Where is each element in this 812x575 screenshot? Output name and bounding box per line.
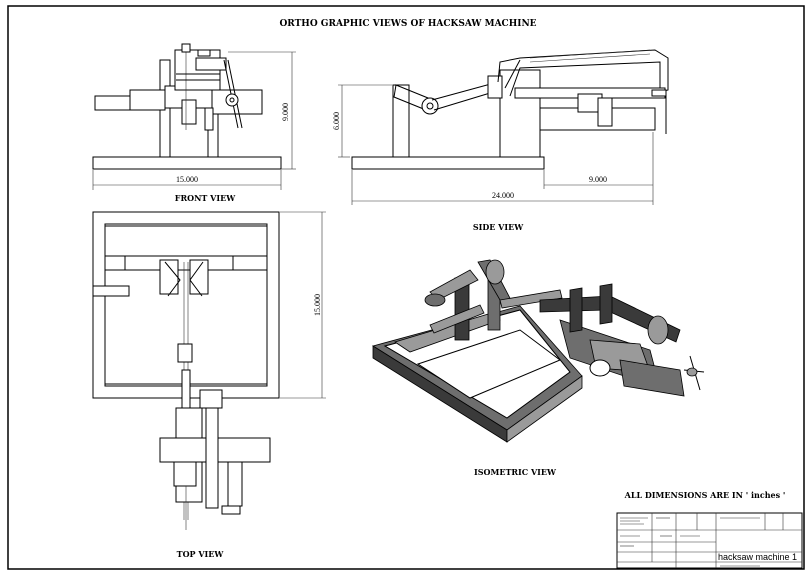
isometric-view — [372, 259, 705, 443]
side-view: 6.000 24.000 9.000 — [332, 49, 669, 205]
svg-text:9.000: 9.000 — [281, 103, 290, 121]
svg-text:15.000: 15.000 — [313, 294, 322, 316]
side-view-label: SIDE VIEW — [473, 222, 524, 232]
front-view: 15.000 9.000 — [92, 43, 296, 190]
sheet-border — [7, 5, 805, 570]
top-view: 15.000 — [92, 211, 326, 530]
svg-text:24.000: 24.000 — [492, 191, 514, 200]
drawing-title: ORTHO GRAPHIC VIEWS OF HACKSAW MACHINE — [279, 19, 536, 29]
title-block: hacksaw machine 1 — [616, 512, 803, 569]
units-note: ALL DIMENSIONS ARE IN ' inches ' — [624, 490, 786, 500]
svg-text:6.000: 6.000 — [332, 112, 341, 130]
front-view-label: FRONT VIEW — [175, 193, 236, 203]
svg-text:15.000: 15.000 — [176, 175, 198, 184]
isometric-view-label: ISOMETRIC VIEW — [474, 467, 557, 477]
svg-text:9.000: 9.000 — [589, 175, 607, 184]
top-view-label: TOP VIEW — [177, 549, 225, 559]
part-name: hacksaw machine 1 — [718, 552, 797, 562]
